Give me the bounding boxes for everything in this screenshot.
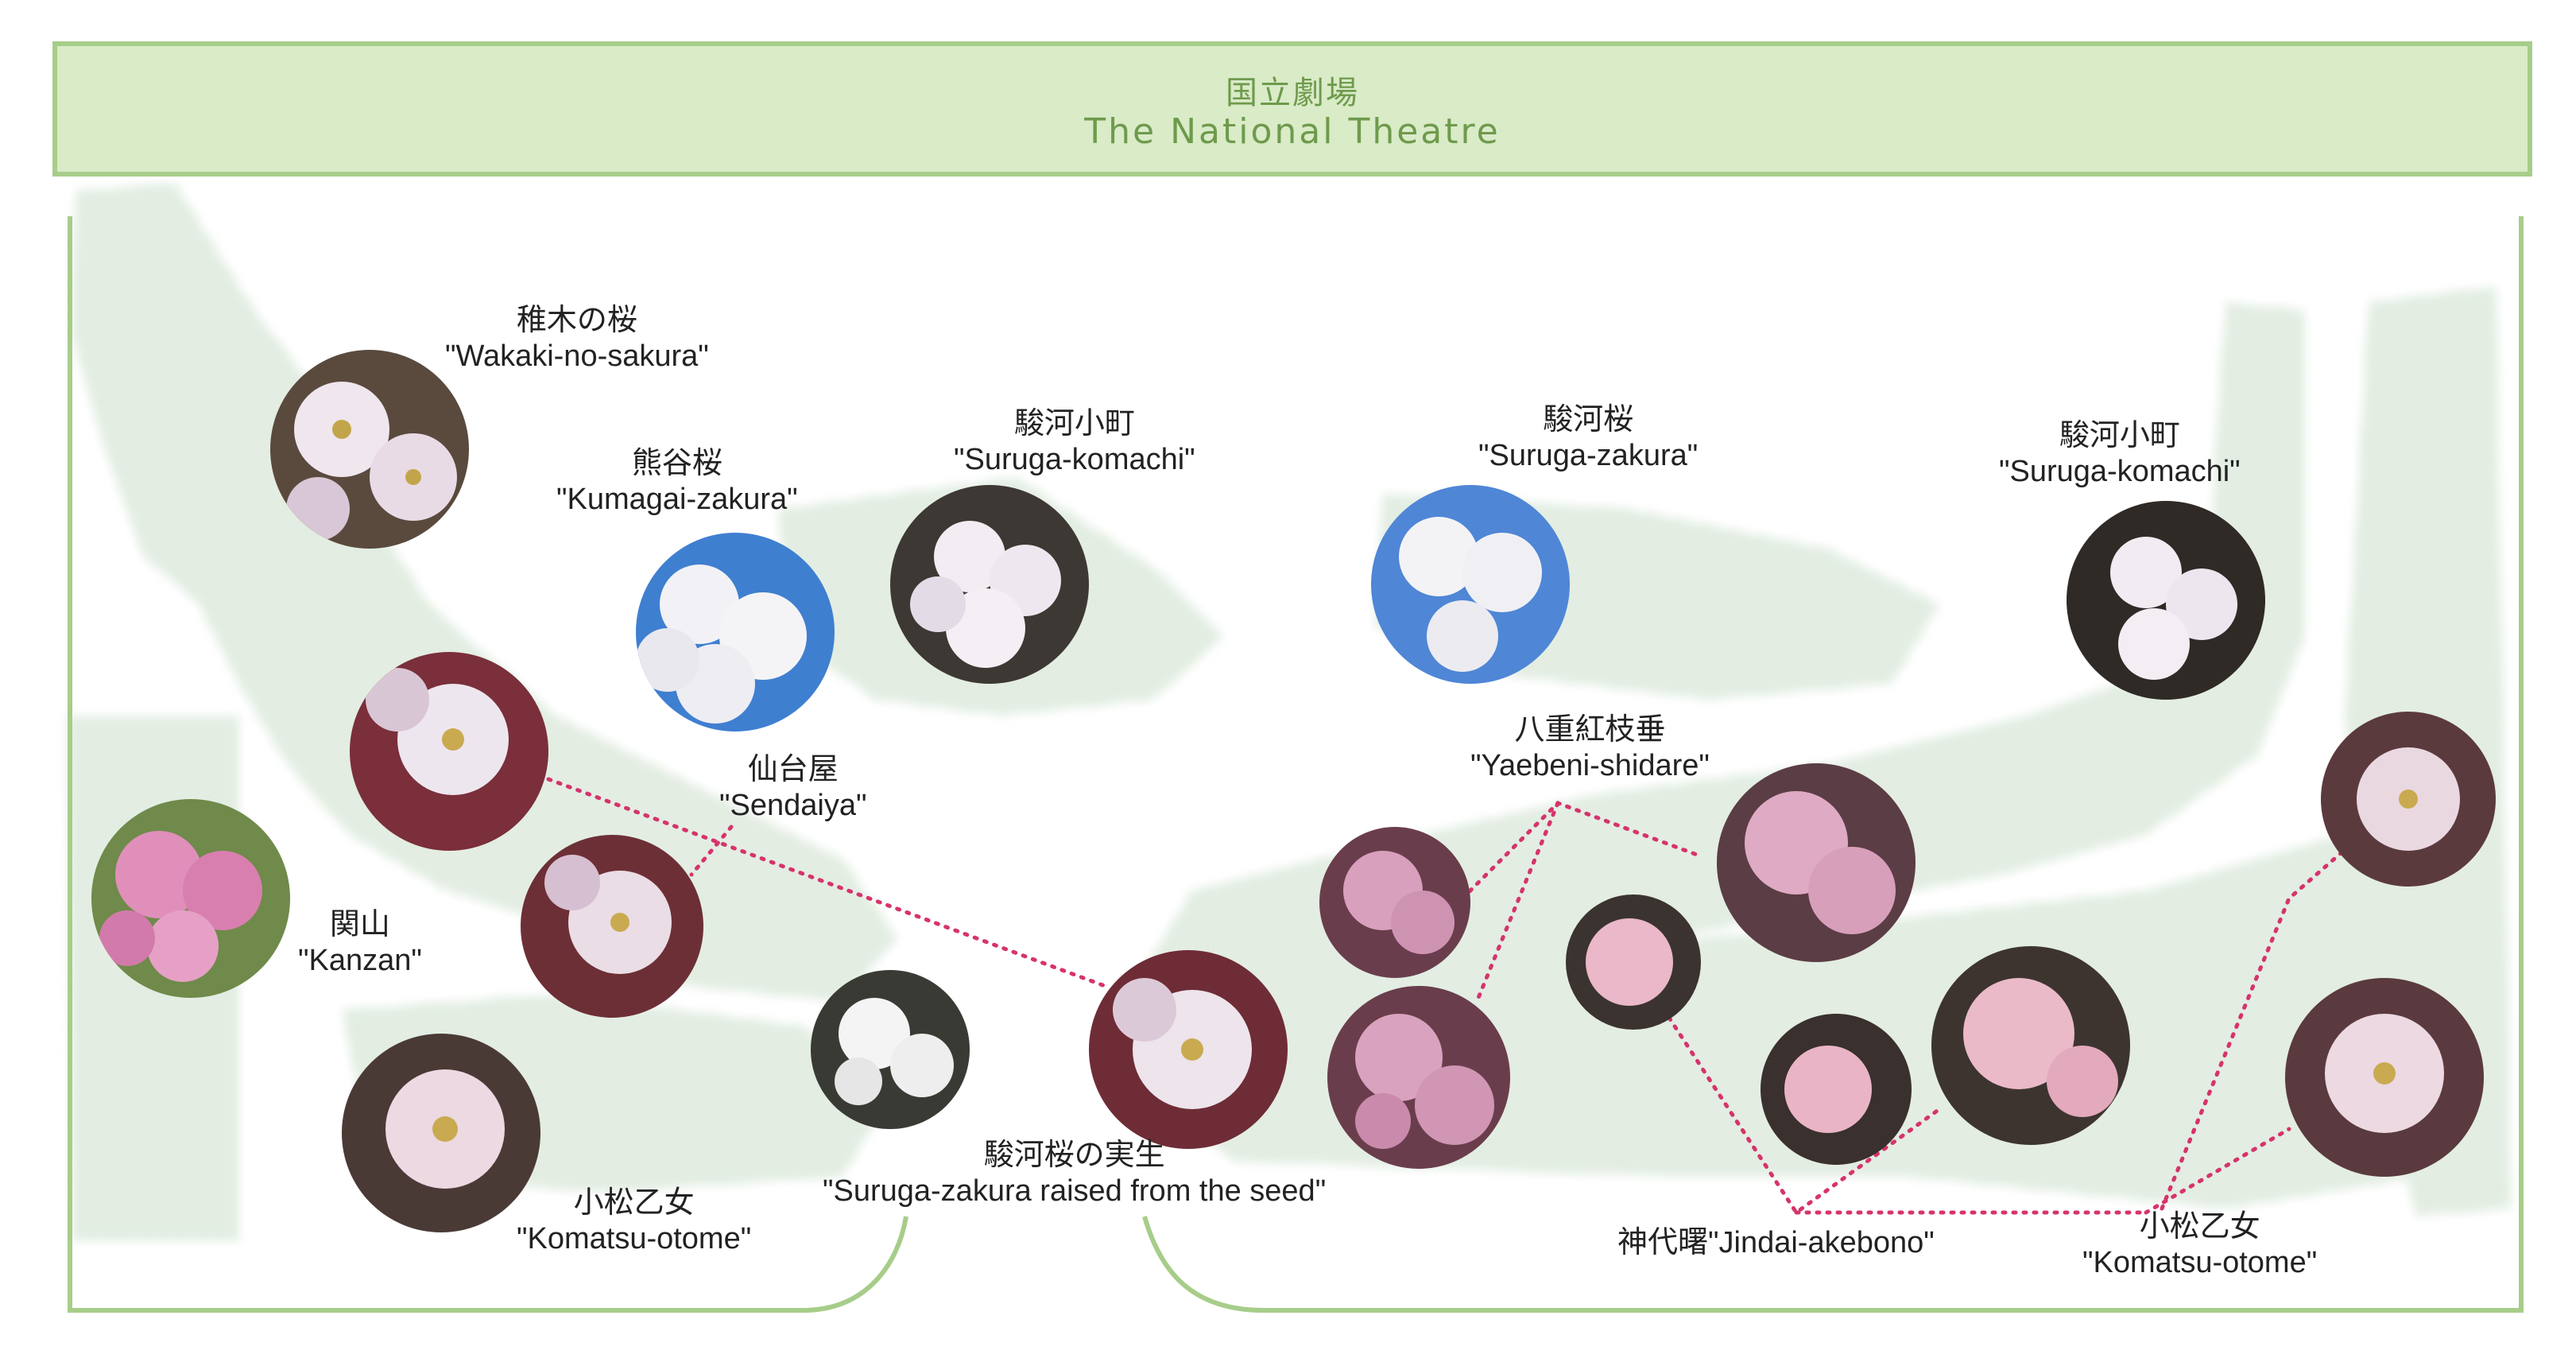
- photo-wakaki-2: [350, 652, 548, 851]
- label-komatsu-2: 小松乙女 "Komatsu-otome": [2082, 1209, 2318, 1279]
- label-suruga-komachi-2: 駿河小町 "Suruga-komachi": [1999, 417, 2241, 488]
- photo-suruga-zakura: [1371, 485, 1570, 684]
- banner-title-en: The National Theatre: [1084, 111, 1501, 152]
- label-kanzan: 関山 "Kanzan": [298, 906, 422, 977]
- photo-yaebeni-2: [1327, 986, 1510, 1169]
- photo-kanzan: [91, 799, 290, 998]
- photo-wakaki: [270, 350, 469, 549]
- label-yaebeni: 八重紅枝垂 "Yaebeni-shidare": [1470, 712, 1710, 782]
- label-suruga-seed: 駿河桜の実生 "Suruga-zakura raised from the se…: [823, 1137, 1327, 1208]
- photo-yaebeni-1: [1319, 827, 1470, 978]
- photo-komatsu-2: [2321, 712, 2496, 887]
- photo-jindai-3: [1931, 946, 2130, 1145]
- banner-title-jp: 国立劇場: [1226, 75, 1359, 111]
- label-komatsu-1: 小松乙女 "Komatsu-otome": [517, 1185, 752, 1255]
- photo-suruga-seed-2: [1089, 950, 1288, 1149]
- site-outline: [68, 216, 2524, 1313]
- photo-jindai-2: [1761, 1014, 1912, 1165]
- tree-photos: [91, 350, 2496, 1232]
- photo-suruga-komachi-2: [2067, 501, 2265, 700]
- national-theatre-banner: 国立劇場 The National Theatre: [52, 41, 2532, 177]
- label-wakaki: 稚木の桜 "Wakaki-no-sakura": [445, 302, 709, 373]
- label-sendaiya: 仙台屋 "Sendaiya": [719, 751, 867, 822]
- photo-kumagai: [636, 533, 835, 731]
- photo-yaebeni-3: [1717, 763, 1916, 962]
- label-jindai: 神代曙"Jindai-akebono": [1617, 1224, 1935, 1259]
- label-suruga-zakura: 駿河桜 "Suruga-zakura": [1478, 402, 1699, 472]
- photo-suruga-komachi-1: [890, 485, 1089, 684]
- connector-lines: [546, 777, 2355, 1216]
- label-suruga-komachi-1: 駿河小町 "Suruga-komachi": [954, 405, 1195, 476]
- label-kumagai: 熊谷桜 "Kumagai-zakura": [556, 445, 798, 516]
- photo-suruga-seed: [811, 970, 970, 1129]
- photo-komatsu-3: [2285, 978, 2484, 1177]
- photo-jindai-1: [1566, 894, 1701, 1030]
- photo-komatsu-1: [342, 1034, 540, 1232]
- photo-sendaiya: [521, 835, 703, 1018]
